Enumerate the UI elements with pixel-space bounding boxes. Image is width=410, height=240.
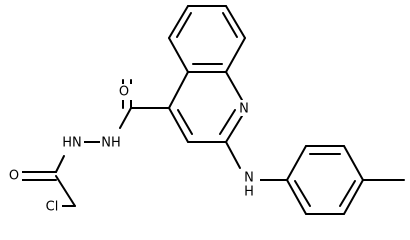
bond-c4p-c4a <box>168 71 189 109</box>
atom-quinoline-n: N <box>239 102 249 117</box>
bond-c4-c5-inner <box>176 12 192 38</box>
atom-amine-h: H <box>244 185 254 200</box>
structure-canvas: O NH HN O Cl N N H <box>8 5 405 215</box>
bond-ar6-ar1 <box>286 179 307 215</box>
bond-c6-c7-inner <box>222 12 238 38</box>
bond-c4a-c4 <box>168 37 189 73</box>
bond-c-ch2 <box>55 175 76 207</box>
bond-c3-c4p <box>168 107 189 143</box>
bond-c8a-n1 <box>225 71 243 101</box>
bond-c7-c8a <box>225 37 246 73</box>
atom-o-carbonyl-top: O <box>119 85 129 100</box>
bond-ar4-ar5-inner <box>339 180 356 207</box>
atom-chlorine: Cl <box>46 200 59 215</box>
atom-hydrazide-nh-lower: HN <box>62 136 82 151</box>
bond-hn-c <box>55 155 65 173</box>
molecule-drawing: O NH HN O Cl N N H <box>8 5 405 215</box>
bond-c4-c5 <box>168 5 189 39</box>
bond-carbonyl-nh <box>119 107 132 129</box>
bond-ar6-ar1-inner <box>294 180 311 207</box>
atom-amine-n: N <box>244 171 254 186</box>
bond-c3-c4p-inner <box>177 109 193 135</box>
atom-o-carbonyl-left: O <box>9 169 19 184</box>
bond-ar4-ar5 <box>343 179 364 215</box>
bond-ar1-ar2 <box>286 145 307 181</box>
atom-hydrazide-nh-upper: NH <box>101 136 121 151</box>
bond-c2-nh <box>225 141 241 169</box>
bond-c6-c7 <box>225 5 246 39</box>
bond-n1-c2-inner <box>219 109 236 135</box>
bond-n1-c2 <box>225 115 243 143</box>
bond-ar3-ar4 <box>343 145 364 181</box>
